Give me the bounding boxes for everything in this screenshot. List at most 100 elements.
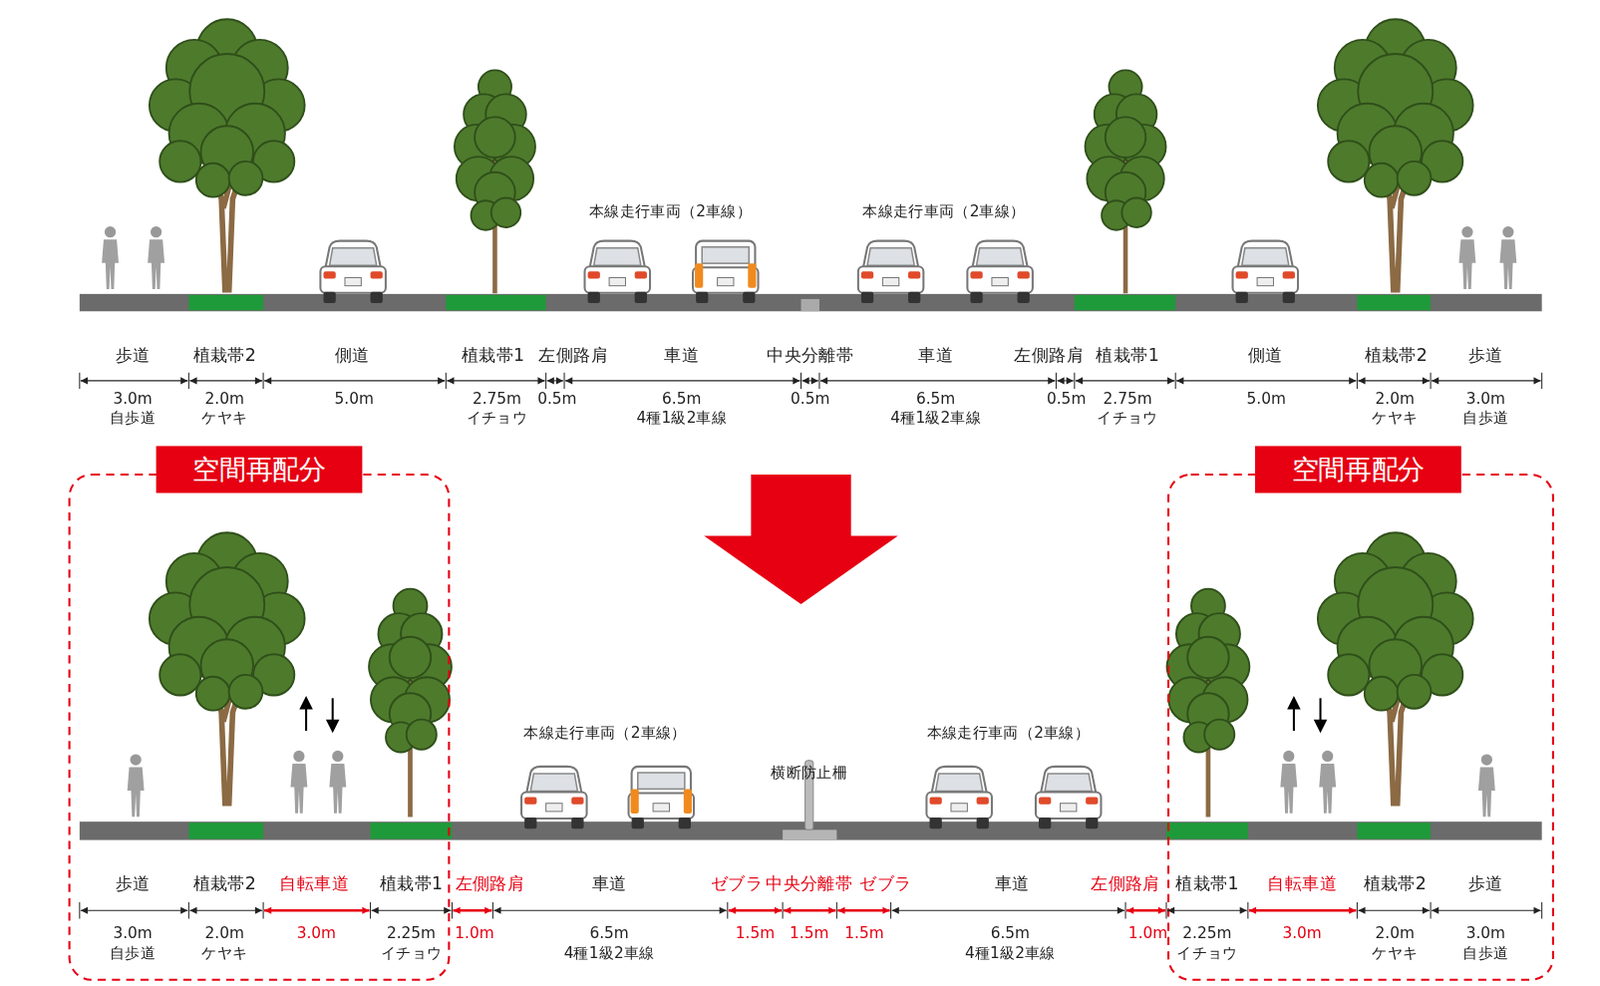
dimension-arrowhead — [1075, 376, 1083, 384]
section-name: ゼブラ — [710, 874, 763, 894]
section-tag: 空間再配分 — [1255, 445, 1462, 493]
dimension-line — [728, 909, 782, 913]
dimension-note: 4種1級2車線 — [636, 408, 727, 426]
dimension-line — [80, 379, 188, 381]
dimension-value: 2.75m — [472, 390, 522, 408]
dimension-line — [1176, 379, 1356, 381]
dimension-arrowhead — [828, 907, 836, 915]
dimension-line — [1075, 379, 1175, 381]
section-name: 側道 — [334, 345, 370, 365]
dimension-note: 4種1級2車線 — [564, 945, 655, 962]
dimension-line — [890, 902, 892, 919]
dimension-value: 2.0m — [1375, 390, 1415, 408]
dimension-arrowhead — [484, 907, 492, 915]
dimension-value: 3.0m — [112, 390, 152, 408]
dimension-arrowhead — [189, 907, 197, 915]
dimension-line — [545, 372, 547, 389]
dimension-line — [1125, 902, 1127, 919]
dimension-arrowhead — [180, 907, 188, 915]
dimension-arrowhead — [882, 907, 890, 915]
dimension-value: 1.5m — [735, 924, 775, 942]
dimension-note: ケヤキ — [1371, 408, 1418, 426]
dimension-line — [1430, 902, 1432, 919]
dimension-arrowhead — [1056, 376, 1064, 384]
dimension-arrowhead — [255, 376, 263, 384]
dimension-arrowhead — [1357, 907, 1365, 915]
section-name: 中央分離帯 — [766, 345, 854, 365]
dimension-value: 6.5m — [990, 924, 1030, 942]
dimension-arrowhead — [1167, 376, 1175, 384]
dimension-line — [564, 372, 566, 389]
dimension-line — [1167, 910, 1248, 912]
dimension-arrowhead — [1348, 376, 1356, 384]
dimension-arrowhead — [443, 907, 451, 915]
dimension-arrowhead — [452, 907, 460, 915]
dimension-arrowhead — [1047, 376, 1055, 384]
dimension-arrowhead — [556, 376, 564, 384]
section-name: 中央分離帯 — [765, 874, 853, 894]
dimension-line — [565, 379, 800, 381]
dimension-line — [78, 372, 80, 389]
dimension-note: ケヤキ — [201, 408, 248, 426]
dimension-arrowhead — [264, 376, 272, 384]
dimension-value: 0.5m — [790, 390, 830, 408]
dimension-value: 3.0m — [1281, 924, 1321, 942]
section-name: ゼブラ — [859, 874, 912, 894]
dimension-value: 1.0m — [1128, 924, 1168, 942]
dimension-line — [189, 910, 263, 912]
dimension-value: 2.25m — [1182, 924, 1232, 942]
tag-text: 空間再配分 — [1291, 451, 1425, 488]
dimension-line — [1175, 372, 1177, 389]
section-name: 歩道 — [1468, 874, 1504, 894]
dimension-line — [1431, 910, 1542, 912]
section-tag: 空間再配分 — [156, 445, 363, 493]
dimension-value: 5.0m — [1247, 390, 1286, 408]
dimension-line — [1431, 379, 1542, 381]
dimension-arrowhead — [437, 376, 445, 384]
dimension-arrowhead — [547, 376, 555, 384]
lane-caption: 本線走行車両（2車線） — [927, 724, 1090, 742]
dimension-note: イチョウ — [1176, 945, 1238, 962]
dimension-arrowhead — [728, 907, 736, 915]
dimension-note: イチョウ — [466, 408, 528, 426]
dimension-value: 2.0m — [205, 924, 245, 942]
dimension-value: 6.5m — [661, 390, 701, 408]
lane-caption: 本線走行車両（2車線） — [862, 202, 1025, 220]
dimension-line — [836, 902, 838, 919]
dimension-line — [451, 902, 453, 919]
dimension-arrowhead — [820, 376, 828, 384]
dimension-arrowhead — [80, 907, 88, 915]
dimension-line — [1430, 372, 1432, 389]
section-name: 植栽帯2 — [193, 345, 257, 365]
section-name: 植栽帯1 — [379, 874, 443, 894]
dimension-arrowhead — [1533, 376, 1541, 384]
dimension-arrowhead — [783, 907, 791, 915]
dimension-line — [726, 902, 728, 919]
section-name: 自転車道 — [1267, 874, 1337, 894]
section-name: 車道 — [994, 874, 1030, 894]
dimension-value: 1.0m — [454, 924, 494, 942]
lane-caption: 本線走行車両（2車線） — [523, 724, 686, 742]
section-name: 植栽帯2 — [1363, 874, 1427, 894]
dimension-arrowhead — [1431, 376, 1439, 384]
dimension-value: 3.0m — [1466, 390, 1506, 408]
dimension-line — [493, 910, 726, 912]
dimension-line — [371, 910, 452, 912]
dimension-arrowhead — [255, 907, 263, 915]
dimension-arrowhead — [892, 907, 900, 915]
section-name: 自転車道 — [279, 874, 349, 894]
dimension-arrowhead — [1066, 376, 1074, 384]
dimension-arrowhead — [180, 376, 188, 384]
dimension-value: 3.0m — [112, 924, 152, 942]
dimension-arrowhead — [802, 376, 810, 384]
dimension-line — [492, 902, 494, 919]
dimension-line — [1356, 372, 1358, 389]
dimension-line — [1055, 372, 1057, 389]
section-name: 車道 — [592, 874, 628, 894]
dimension-arrowhead — [1176, 376, 1184, 384]
dimension-note: ケヤキ — [201, 945, 248, 962]
dimension-arrowhead — [1167, 907, 1175, 915]
dimension-value: 1.5m — [844, 924, 884, 942]
dimension-arrowhead — [1117, 907, 1125, 915]
